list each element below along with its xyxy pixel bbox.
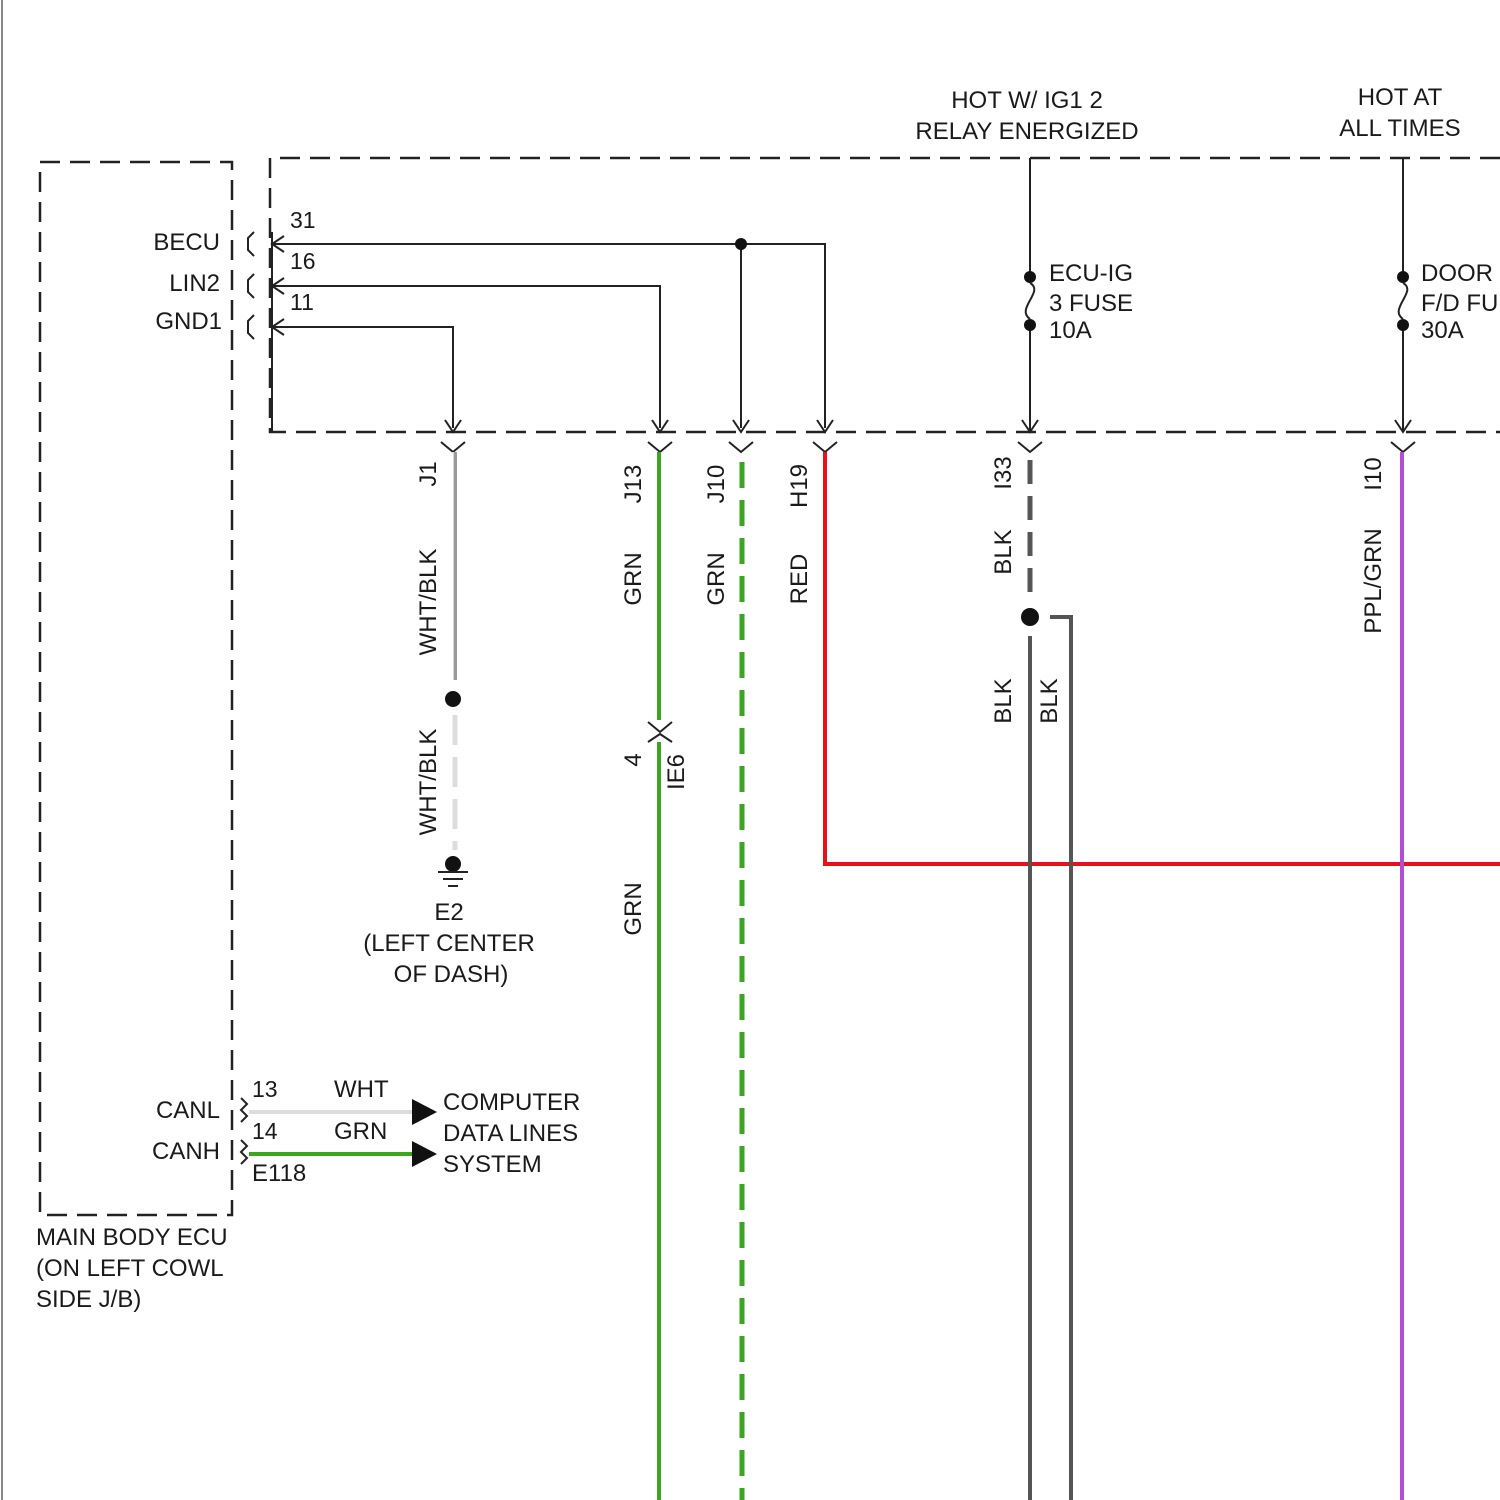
ie6-connector	[648, 722, 672, 732]
ie6-connector-id: IE6	[663, 754, 690, 790]
data-lines-label-2: DATA LINES	[443, 1120, 578, 1147]
pin-name-lin2: LIN2	[169, 270, 220, 297]
ig-power-label-2: RELAY ENERGIZED	[915, 118, 1138, 145]
wire-label-j1-ground: WHT/BLK	[415, 729, 442, 836]
ecu-label-2: (ON LEFT COWL	[36, 1255, 224, 1282]
ie6-pin: 4	[620, 753, 647, 766]
splice-j1	[445, 691, 461, 707]
wire-label-i10: PPL/GRN	[1360, 528, 1387, 633]
connector-i33: I33	[990, 456, 1017, 489]
connector-j1: J1	[415, 461, 442, 486]
door-fuse-rating: 30A	[1421, 317, 1464, 344]
connector-j13: J13	[620, 465, 647, 504]
pin-num-gnd1: 11	[290, 289, 314, 315]
jb-internal-wiring	[272, 158, 1411, 432]
pin-num-canh: 14	[252, 1118, 278, 1144]
ecu-ig-fuse-name: ECU-IG	[1049, 260, 1133, 287]
door-fuse-symbol	[1397, 271, 1409, 331]
wire-label-i33-b: BLK	[1036, 678, 1063, 723]
data-lines-label-3: SYSTEM	[443, 1151, 542, 1178]
ground-location-1: (LEFT CENTER	[363, 930, 535, 957]
wire-color-canh: GRN	[334, 1118, 387, 1145]
ecu-connector-symbols	[241, 232, 254, 1164]
pin-name-gnd1: GND1	[155, 308, 222, 335]
connector-j10: J10	[703, 465, 730, 504]
pin-name-canh: CANH	[152, 1138, 220, 1165]
ecu-label-1: MAIN BODY ECU	[36, 1224, 228, 1251]
junction-block-box	[270, 158, 1500, 432]
splice-i33	[1021, 608, 1039, 626]
ecu-label-3: SIDE J/B)	[36, 1286, 141, 1313]
wire-label-j13: GRN	[620, 552, 647, 605]
wire-label-j13-lower: GRN	[620, 882, 647, 935]
pin-name-becu: BECU	[153, 229, 220, 256]
canl-arrow-icon	[412, 1099, 437, 1125]
pin-num-lin2: 16	[290, 248, 316, 274]
connector-h19: H19	[786, 464, 813, 508]
jb-bottom-connectors	[441, 442, 1415, 452]
ecu-ig-fuse-symbol	[1024, 271, 1036, 331]
wire-label-j1: WHT/BLK	[415, 549, 442, 656]
ground-name: E2	[434, 899, 463, 926]
pin-num-becu: 31	[290, 207, 316, 233]
wire-label-i33-a: BLK	[990, 678, 1017, 723]
door-fuse-name2: F/D FU	[1421, 290, 1498, 317]
pin-name-canl: CANL	[156, 1097, 220, 1124]
wire-i33-b	[1050, 617, 1071, 1500]
pin-num-canl: 13	[252, 1076, 278, 1102]
ground-symbol-icon	[438, 872, 468, 886]
ecu-connector-id: E118	[252, 1160, 306, 1187]
wire-label-i33: BLK	[990, 529, 1017, 574]
connector-i10: I10	[1360, 457, 1387, 490]
canh-arrow-icon	[412, 1141, 437, 1167]
wire-h19	[825, 452, 1500, 864]
wire-label-h19: RED	[786, 554, 813, 605]
ig-power-label-1: HOT W/ IG1 2	[951, 87, 1103, 114]
wire-label-j10: GRN	[703, 552, 730, 605]
ecu-ig-fuse-rating: 10A	[1049, 317, 1092, 344]
data-lines-label-1: COMPUTER	[443, 1089, 580, 1116]
ground-location-2: OF DASH)	[394, 961, 509, 988]
wire-color-canl: WHT	[334, 1076, 389, 1103]
batt-power-label-2: ALL TIMES	[1339, 115, 1460, 142]
door-fuse-name: DOOR	[1421, 260, 1493, 287]
batt-power-label-1: HOT AT	[1358, 84, 1443, 111]
ecu-ig-fuse-name2: 3 FUSE	[1049, 290, 1133, 317]
